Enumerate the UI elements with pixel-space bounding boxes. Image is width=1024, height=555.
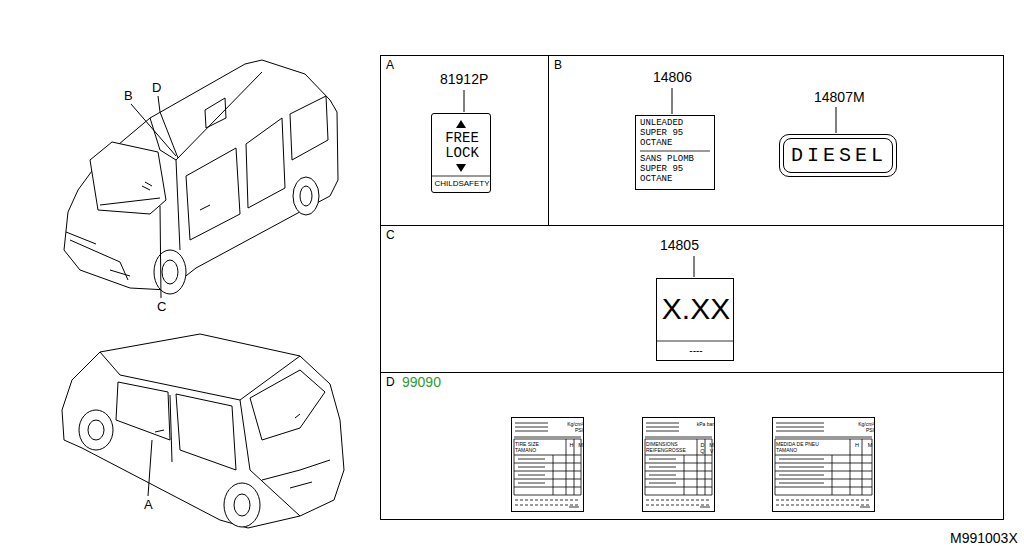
- part-number: 14805: [660, 237, 699, 253]
- callout-letter: D: [152, 80, 161, 96]
- label-text: M V: [707, 442, 716, 454]
- label-text: D Q: [698, 442, 707, 454]
- diagram-code: M991003X: [950, 530, 1018, 546]
- part-number: 14806: [653, 69, 692, 85]
- tire-pressure-label: kPa barDIMENSIONS REIFENGROSSE D QM V: [642, 417, 715, 512]
- label-artwork: [512, 418, 583, 511]
- label-text: TIRE SIZE TAMANO: [515, 441, 552, 453]
- diesel-emblem: DIESEL: [779, 134, 897, 177]
- label-text: X.XX: [657, 291, 735, 327]
- tire-pressure-label: Kg/cm² PSI TIRE SIZE TAMANO HM: [511, 417, 584, 512]
- label-text: ----: [657, 345, 735, 357]
- label-text: Kg/cm² PSI: [854, 421, 874, 433]
- capacity-label: X.XX ----: [656, 278, 734, 361]
- label-text: MEDIDA DE PNEU TAMANO: [776, 441, 831, 453]
- label-text: SANS PLOMB SUPER 95 OCTANE: [640, 154, 712, 184]
- label-text: M: [576, 442, 585, 448]
- part-number: 81912P: [440, 71, 488, 87]
- part-number: 14807M: [814, 89, 865, 105]
- callout-letter: B: [124, 88, 133, 104]
- label-artwork: [643, 418, 714, 511]
- label-text: kPa bar: [694, 421, 714, 427]
- section-letter: A: [386, 58, 406, 72]
- callout-letter: A: [144, 497, 153, 513]
- part-number: 99090: [402, 374, 441, 390]
- section-letter: C: [386, 228, 406, 242]
- section-panel: B UNLEADED SUPER 95 OCTANE SANS PLOMB SUPE…: [548, 55, 1004, 226]
- label-text: DIESEL: [780, 144, 898, 168]
- label-text: CHILDSAFETY: [432, 179, 492, 189]
- section-panel: DKg/cm² PSITIRE SIZE TAMANOHMkPa barDIME…: [380, 372, 1004, 520]
- childsafety-label: FREE LOCK CHILDSAFETY: [431, 113, 491, 193]
- section-letter: B: [554, 58, 574, 72]
- label-text: M: [864, 442, 876, 448]
- label-artwork: [773, 418, 874, 511]
- label-text: DIMENSIONS REIFENGROSSE: [646, 441, 683, 453]
- fuel-label: UNLEADED SUPER 95 OCTANE SANS PLOMB SUPER…: [635, 115, 715, 190]
- label-text: Kg/cm² PSI: [563, 421, 583, 433]
- label-text: UNLEADED SUPER 95 OCTANE: [640, 118, 712, 148]
- callout-letter: C: [157, 299, 166, 315]
- label-text: FREE LOCK: [432, 131, 492, 161]
- label-text: H: [567, 442, 576, 448]
- label-text: H: [851, 442, 863, 448]
- tire-pressure-label: Kg/cm² PSI MEDIDA DE PNEU TAMANO HM: [772, 417, 875, 512]
